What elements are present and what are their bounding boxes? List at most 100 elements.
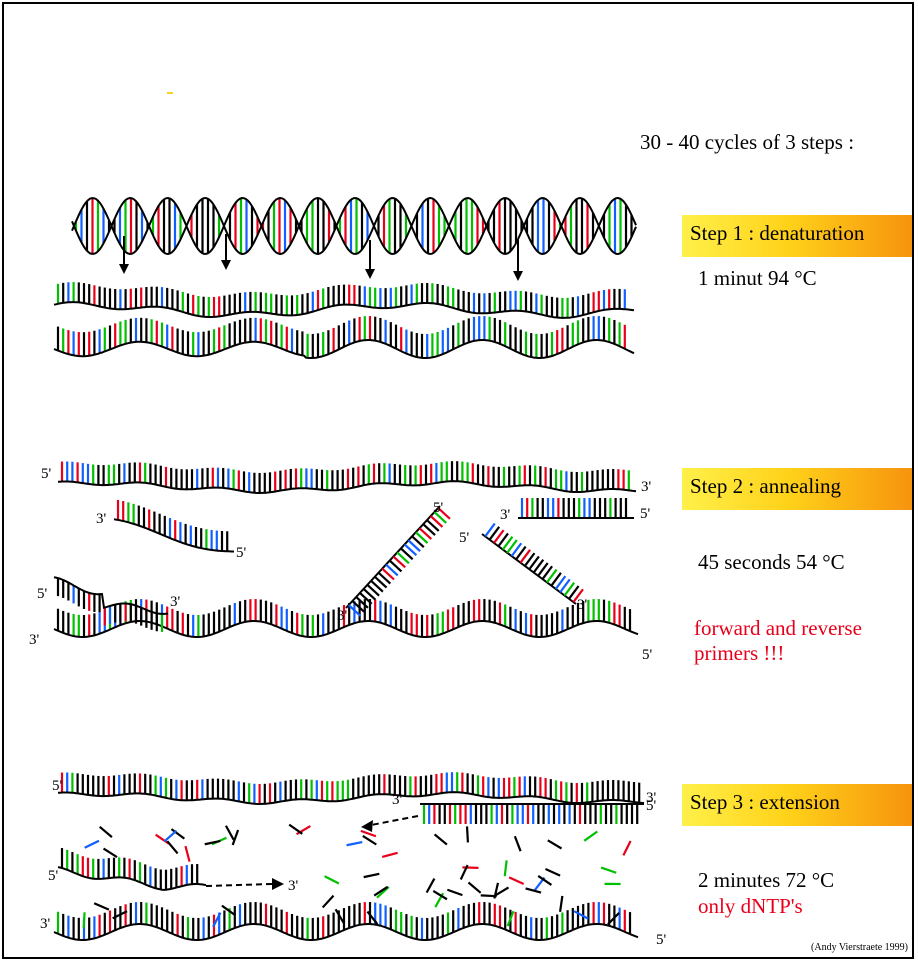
primer-diagonal-base <box>355 596 369 609</box>
extension-arrow-head <box>361 820 373 832</box>
primer-diagonal-right-base <box>484 522 496 538</box>
free-dntp <box>493 882 500 899</box>
end-label-5: 5' <box>646 798 657 814</box>
free-dntp <box>321 894 335 909</box>
primer-diagonal-right-base <box>572 588 584 603</box>
primer-diagonal-right-base <box>568 585 580 600</box>
end-label-3: 3' <box>500 507 511 523</box>
free-dntp <box>506 910 515 927</box>
end-label-5: 5' <box>48 868 59 884</box>
primer-strand <box>113 518 234 553</box>
free-dntp <box>163 829 178 843</box>
pcr-dna-illustration: 5'3'3'5'3'5'3'5'5'3'3'5'5'3'5'3'5'3'5'3'… <box>29 196 667 948</box>
primer-diagonal-right-base <box>506 539 518 554</box>
primer-diagonal-base <box>351 600 365 613</box>
free-dntp <box>583 830 598 842</box>
primer-diagonal-base <box>418 527 433 540</box>
template-top <box>57 480 637 494</box>
step-1-condition: 1 minut 94 °C <box>698 266 817 290</box>
free-dntp <box>432 890 448 901</box>
free-dntp <box>366 910 379 925</box>
free-dntp <box>204 839 221 846</box>
free-dntp <box>537 875 553 886</box>
free-dntp <box>212 912 222 928</box>
end-label-3: 3' <box>646 790 657 806</box>
free-dntp <box>224 825 235 841</box>
free-dntp <box>84 839 100 849</box>
end-label-5: 5' <box>656 932 667 948</box>
primer-diagonal-right-base <box>519 549 531 564</box>
free-dntp <box>346 841 363 847</box>
dntp-note: only dNTP's <box>698 894 803 918</box>
primer-diagonal-base <box>388 559 403 573</box>
free-dntp <box>362 834 377 846</box>
free-dntp <box>184 845 191 862</box>
free-dntp <box>547 839 563 850</box>
single-strand-top <box>53 301 635 319</box>
helix-strand-b <box>71 196 637 256</box>
free-dntp <box>600 866 617 874</box>
free-dntp <box>334 908 345 924</box>
end-label-3: 3' <box>641 479 652 495</box>
extension-arrow-head <box>272 878 284 890</box>
free-dntp <box>112 910 128 920</box>
step-2-banner: Step 2 : annealing <box>682 468 912 510</box>
free-dntp <box>155 833 170 845</box>
primer-diagonal-base <box>433 511 447 524</box>
primer-diagonal-base <box>381 567 395 581</box>
free-dntp <box>494 886 510 897</box>
free-dntp <box>381 851 398 859</box>
end-label-3: 3' <box>170 594 181 610</box>
end-label-5: 5' <box>236 545 247 561</box>
primer-diagonal-base <box>403 543 418 557</box>
free-dntp <box>231 829 240 846</box>
primer-diagonal-base <box>422 523 436 536</box>
primer-diagonal-base <box>429 515 444 528</box>
extension-direction-line <box>365 815 419 827</box>
primer-diagonal-right-base <box>488 526 501 541</box>
primer-diagonal-right-base <box>528 555 540 570</box>
free-dntp <box>573 910 589 920</box>
primer-diagonal-right-base <box>493 529 505 544</box>
primers-note: forward and reverse primers !!! <box>694 616 862 665</box>
primer-diagonal-base <box>426 519 440 532</box>
primer-diagonal-right-base <box>501 536 514 551</box>
extension-new-strand <box>57 866 207 891</box>
free-dntp <box>425 878 436 894</box>
end-label-3: 3' <box>288 878 299 894</box>
primer-diagonal-right-base <box>524 552 536 567</box>
extension-template-bottom <box>53 923 639 941</box>
primer-diagonal-base <box>347 604 362 617</box>
free-dntp <box>288 823 303 835</box>
primer-diagonal-backbone <box>345 505 441 609</box>
free-dntp <box>607 912 620 926</box>
primer-diagonal-base <box>415 531 429 544</box>
free-dntp <box>166 840 179 855</box>
primer-diagonal-base <box>359 592 373 605</box>
credit-label: (Andy Vierstraete 1999) <box>811 942 908 953</box>
primer-diagonal-right-base <box>550 572 562 587</box>
free-dntp <box>221 904 236 916</box>
primer-diagonal-right-base <box>515 545 527 561</box>
primer-diagonal-base <box>411 535 425 548</box>
primer-diagonal-base <box>396 551 410 565</box>
primer-diagonal-base <box>407 539 421 552</box>
end-label-5: 5' <box>41 466 52 482</box>
end-label-3: 3' <box>29 632 40 648</box>
free-dntp <box>508 876 525 885</box>
primer-diagonal-base <box>385 563 399 577</box>
separation-arrow-head <box>221 260 231 270</box>
free-dntp <box>465 826 470 843</box>
step-3-condition: 2 minutes 72 °C <box>698 868 835 892</box>
end-label-5: 5' <box>37 586 48 602</box>
free-dntp <box>99 825 113 838</box>
primer-diagonal-right-base <box>546 568 558 584</box>
free-dntp <box>170 828 186 840</box>
step-3-banner: Step 3 : extension <box>682 784 912 826</box>
free-dntp <box>363 872 380 879</box>
primer-diagonal-base <box>370 579 384 593</box>
free-dntp <box>622 840 632 856</box>
primer-diagonal-right-base <box>541 565 553 580</box>
primer-diagonal-right-base <box>510 542 523 557</box>
